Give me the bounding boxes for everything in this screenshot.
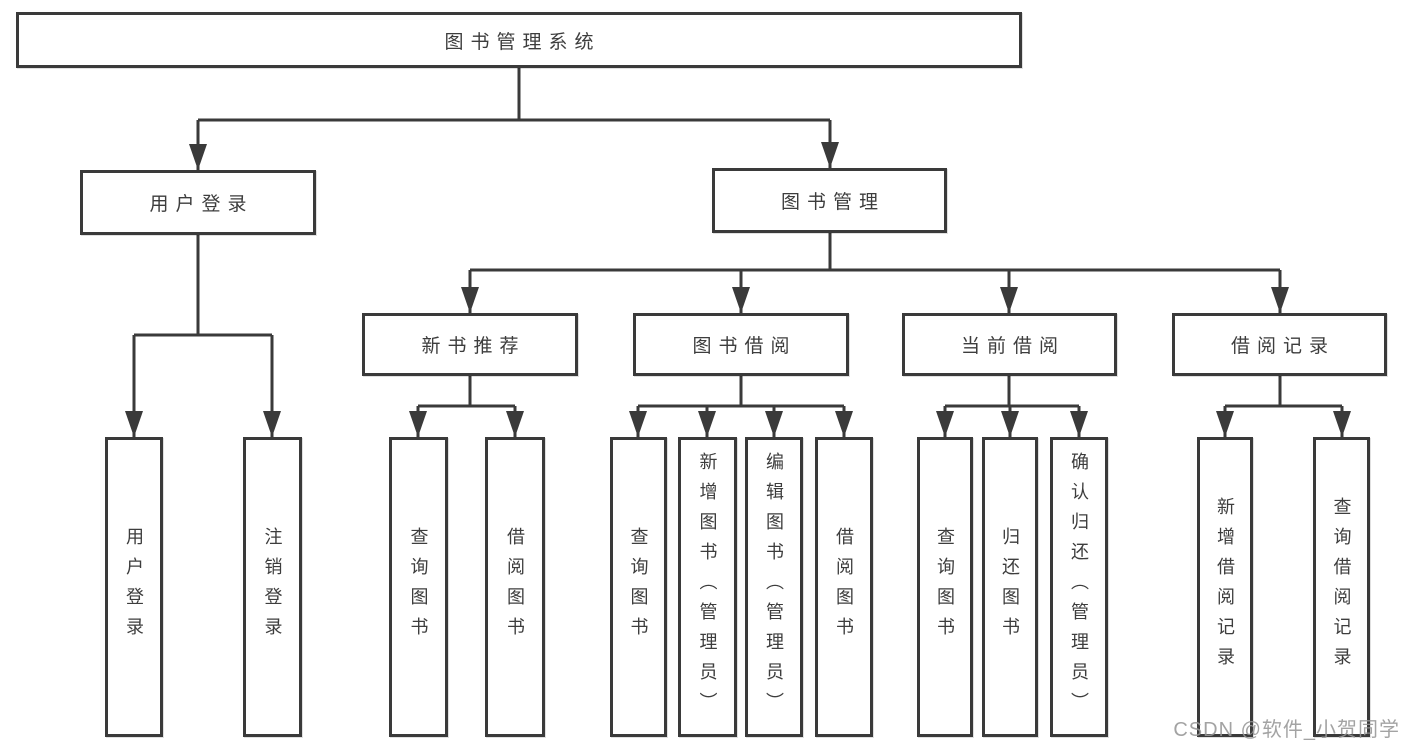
node-book-borrow: 图书借阅 [633, 313, 849, 376]
leaf-return-books: 归还图书 [982, 437, 1038, 737]
watermark: CSDN @软件_小贺同学 [1173, 719, 1400, 741]
leaf-query-books-current: 查询图书 [917, 437, 973, 737]
leaf-user-login: 用户登录 [105, 437, 163, 737]
node-current-borrow: 当前借阅 [902, 313, 1117, 376]
leaf-add-borrow-record: 新增借阅记录 [1197, 437, 1253, 737]
node-new-book-recommend: 新书推荐 [362, 313, 578, 376]
leaf-query-books-borrow: 查询图书 [610, 437, 667, 737]
node-borrow-records: 借阅记录 [1172, 313, 1387, 376]
leaf-query-borrow-record: 查询借阅记录 [1313, 437, 1370, 737]
leaf-borrow-books: 借阅图书 [815, 437, 873, 737]
leaf-logout: 注销登录 [243, 437, 302, 737]
leaf-query-books-recommend: 查询图书 [389, 437, 448, 737]
node-book-management: 图书管理 [712, 168, 947, 233]
leaf-add-books-admin: 新增图书（管理员） [678, 437, 737, 737]
leaf-confirm-return-admin: 确认归还（管理员） [1050, 437, 1108, 737]
node-user-login: 用户登录 [80, 170, 316, 235]
node-root-system: 图书管理系统 [16, 12, 1022, 68]
leaf-borrow-books-recommend: 借阅图书 [485, 437, 545, 737]
leaf-edit-books-admin: 编辑图书（管理员） [745, 437, 803, 737]
